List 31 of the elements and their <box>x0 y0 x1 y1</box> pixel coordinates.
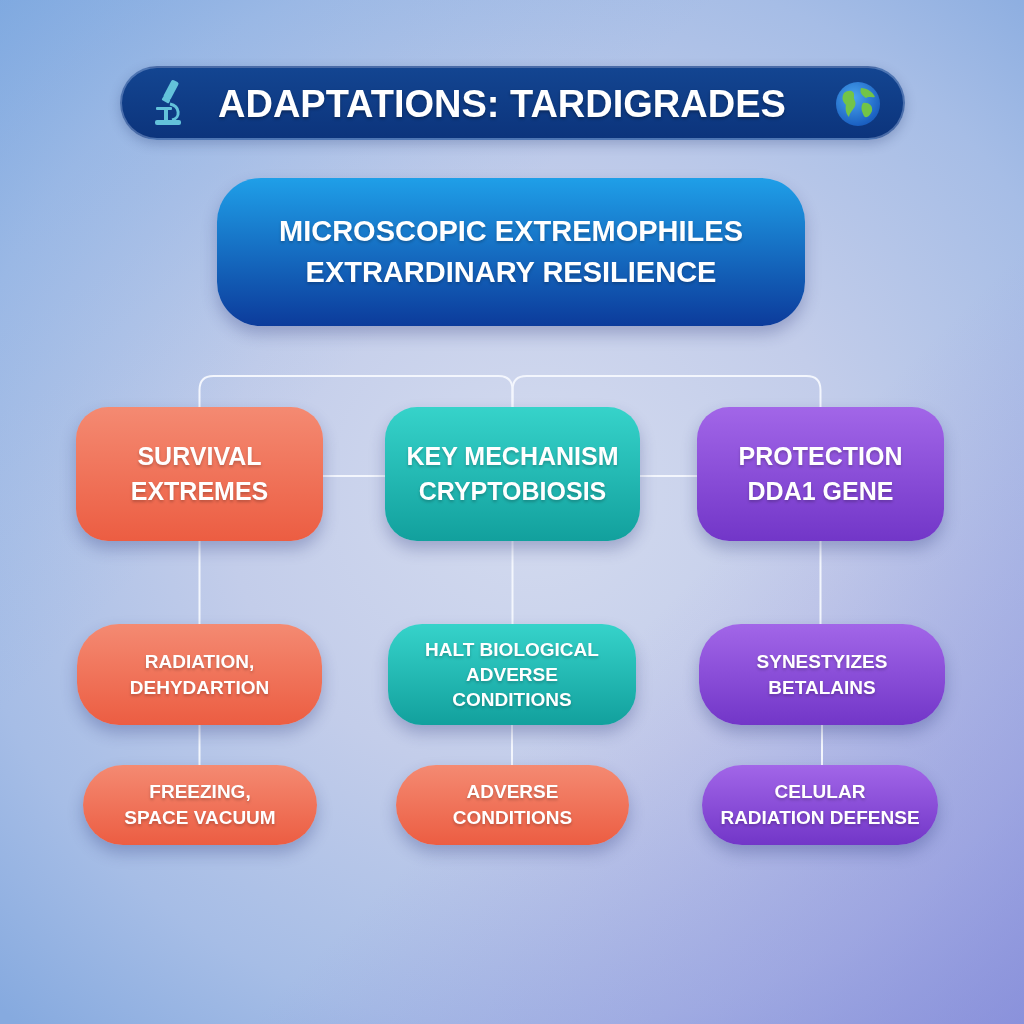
detail-card <box>396 765 629 845</box>
detail-card <box>77 624 322 725</box>
connector-line <box>511 540 514 625</box>
title-text: ADAPTATIONS: TARDIGRADES <box>218 82 786 126</box>
topic-card <box>217 178 805 326</box>
connector-line <box>322 475 386 477</box>
card-text: ADVERSE CONDITIONS <box>451 780 574 830</box>
connector-line <box>198 724 201 766</box>
detail-card <box>388 624 636 725</box>
connector-line <box>819 540 822 625</box>
connector-line <box>511 375 822 408</box>
card-text: FREEZING, SPACE VACUUM <box>123 780 277 830</box>
detail-card <box>702 765 938 845</box>
card-text: HALT BIOLOGICAL ADVERSE CONDITIONS <box>424 637 600 713</box>
card-text: SURVIVAL EXTREMES <box>129 441 270 507</box>
card-text: MICROSCOPIC EXTREMOPHILES EXTRARDINARY RESILIENCE <box>277 214 744 290</box>
card-text: PROTECTION DDA1 GENE <box>737 441 904 507</box>
detail-card <box>699 624 945 725</box>
card-text: KEY MECHANISM CRYPTOBIOSIS <box>405 441 620 507</box>
category-card <box>697 407 944 541</box>
connector-line <box>639 475 698 477</box>
card-text: SYNESTYIZES BETALAINS <box>755 649 889 700</box>
detail-card <box>83 765 317 845</box>
category-card <box>385 407 640 541</box>
card-text: RADIATION, DEHYDARTION <box>128 649 271 700</box>
connector-line <box>198 375 514 408</box>
category-card <box>76 407 323 541</box>
card-text: CELULAR RADIATION DEFENSE <box>719 780 921 830</box>
connector-line <box>511 724 513 766</box>
connector-line <box>198 540 201 625</box>
connector-line <box>821 724 823 766</box>
